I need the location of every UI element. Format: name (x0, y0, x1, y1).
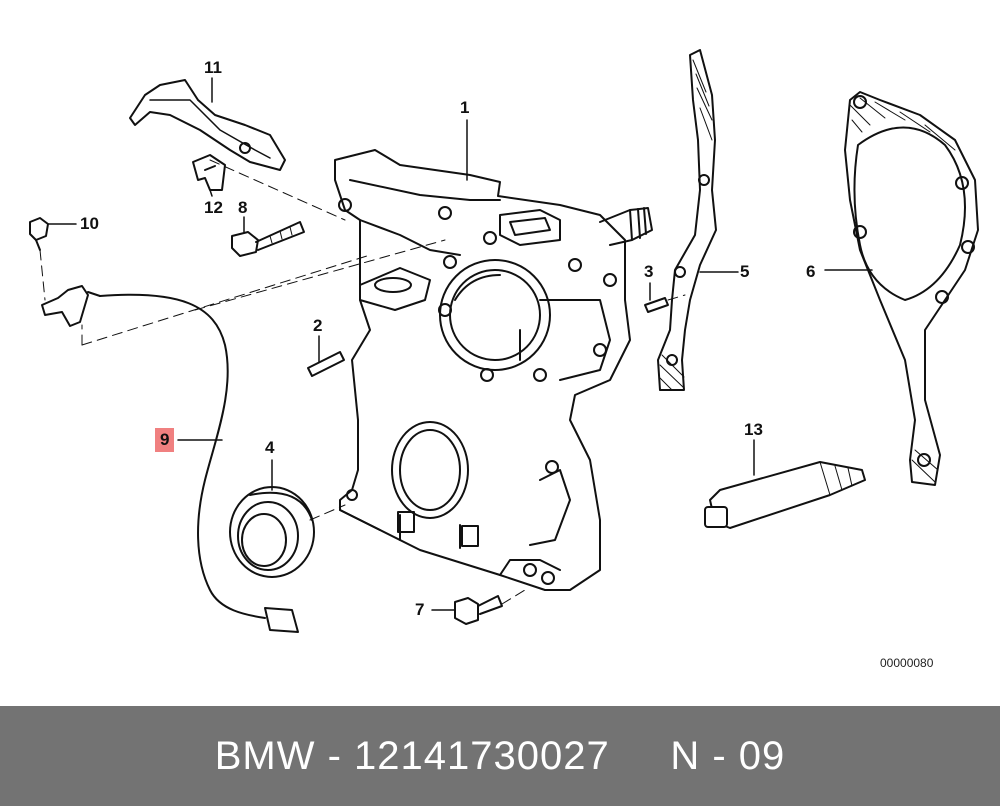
callout-8: 8 (238, 198, 248, 217)
parts-diagram (29, 49, 979, 633)
callout-12: 12 (204, 198, 223, 217)
gasket-ring (844, 91, 979, 486)
part-number-banner: BMW - 12141730027 N - 09 (0, 706, 1000, 806)
callout-2: 2 (313, 316, 323, 335)
dowel-pin-left (307, 351, 345, 377)
leader-lines (47, 77, 873, 611)
bolt-upper (231, 221, 305, 257)
timing-case-cover (334, 149, 653, 591)
part-number-text: BMW - 12141730027 N - 09 (214, 733, 786, 778)
callout-7: 7 (415, 600, 425, 619)
callout-1: 1 (460, 98, 470, 117)
callout-10: 10 (80, 214, 99, 233)
guide-rail-cover (129, 79, 286, 171)
callout-4: 4 (265, 438, 275, 457)
callout-5: 5 (740, 262, 750, 281)
shaft-seal (229, 486, 315, 578)
clip (192, 154, 226, 191)
dowel-pin-right (644, 297, 669, 313)
diagram-reference-code: 00000080 (880, 656, 934, 670)
callout-11: 11 (204, 58, 222, 77)
callout-9-highlighted: 9 (155, 428, 175, 452)
gasket-strip (657, 49, 717, 391)
bolt-lower (454, 595, 503, 625)
sensor-with-cable (41, 285, 299, 633)
callout-6: 6 (806, 262, 816, 281)
bolt-small (29, 217, 49, 251)
sealant-tube (704, 461, 866, 529)
alignment-lines (39, 159, 686, 605)
callout-3: 3 (644, 262, 654, 281)
callout-13: 13 (744, 420, 763, 439)
